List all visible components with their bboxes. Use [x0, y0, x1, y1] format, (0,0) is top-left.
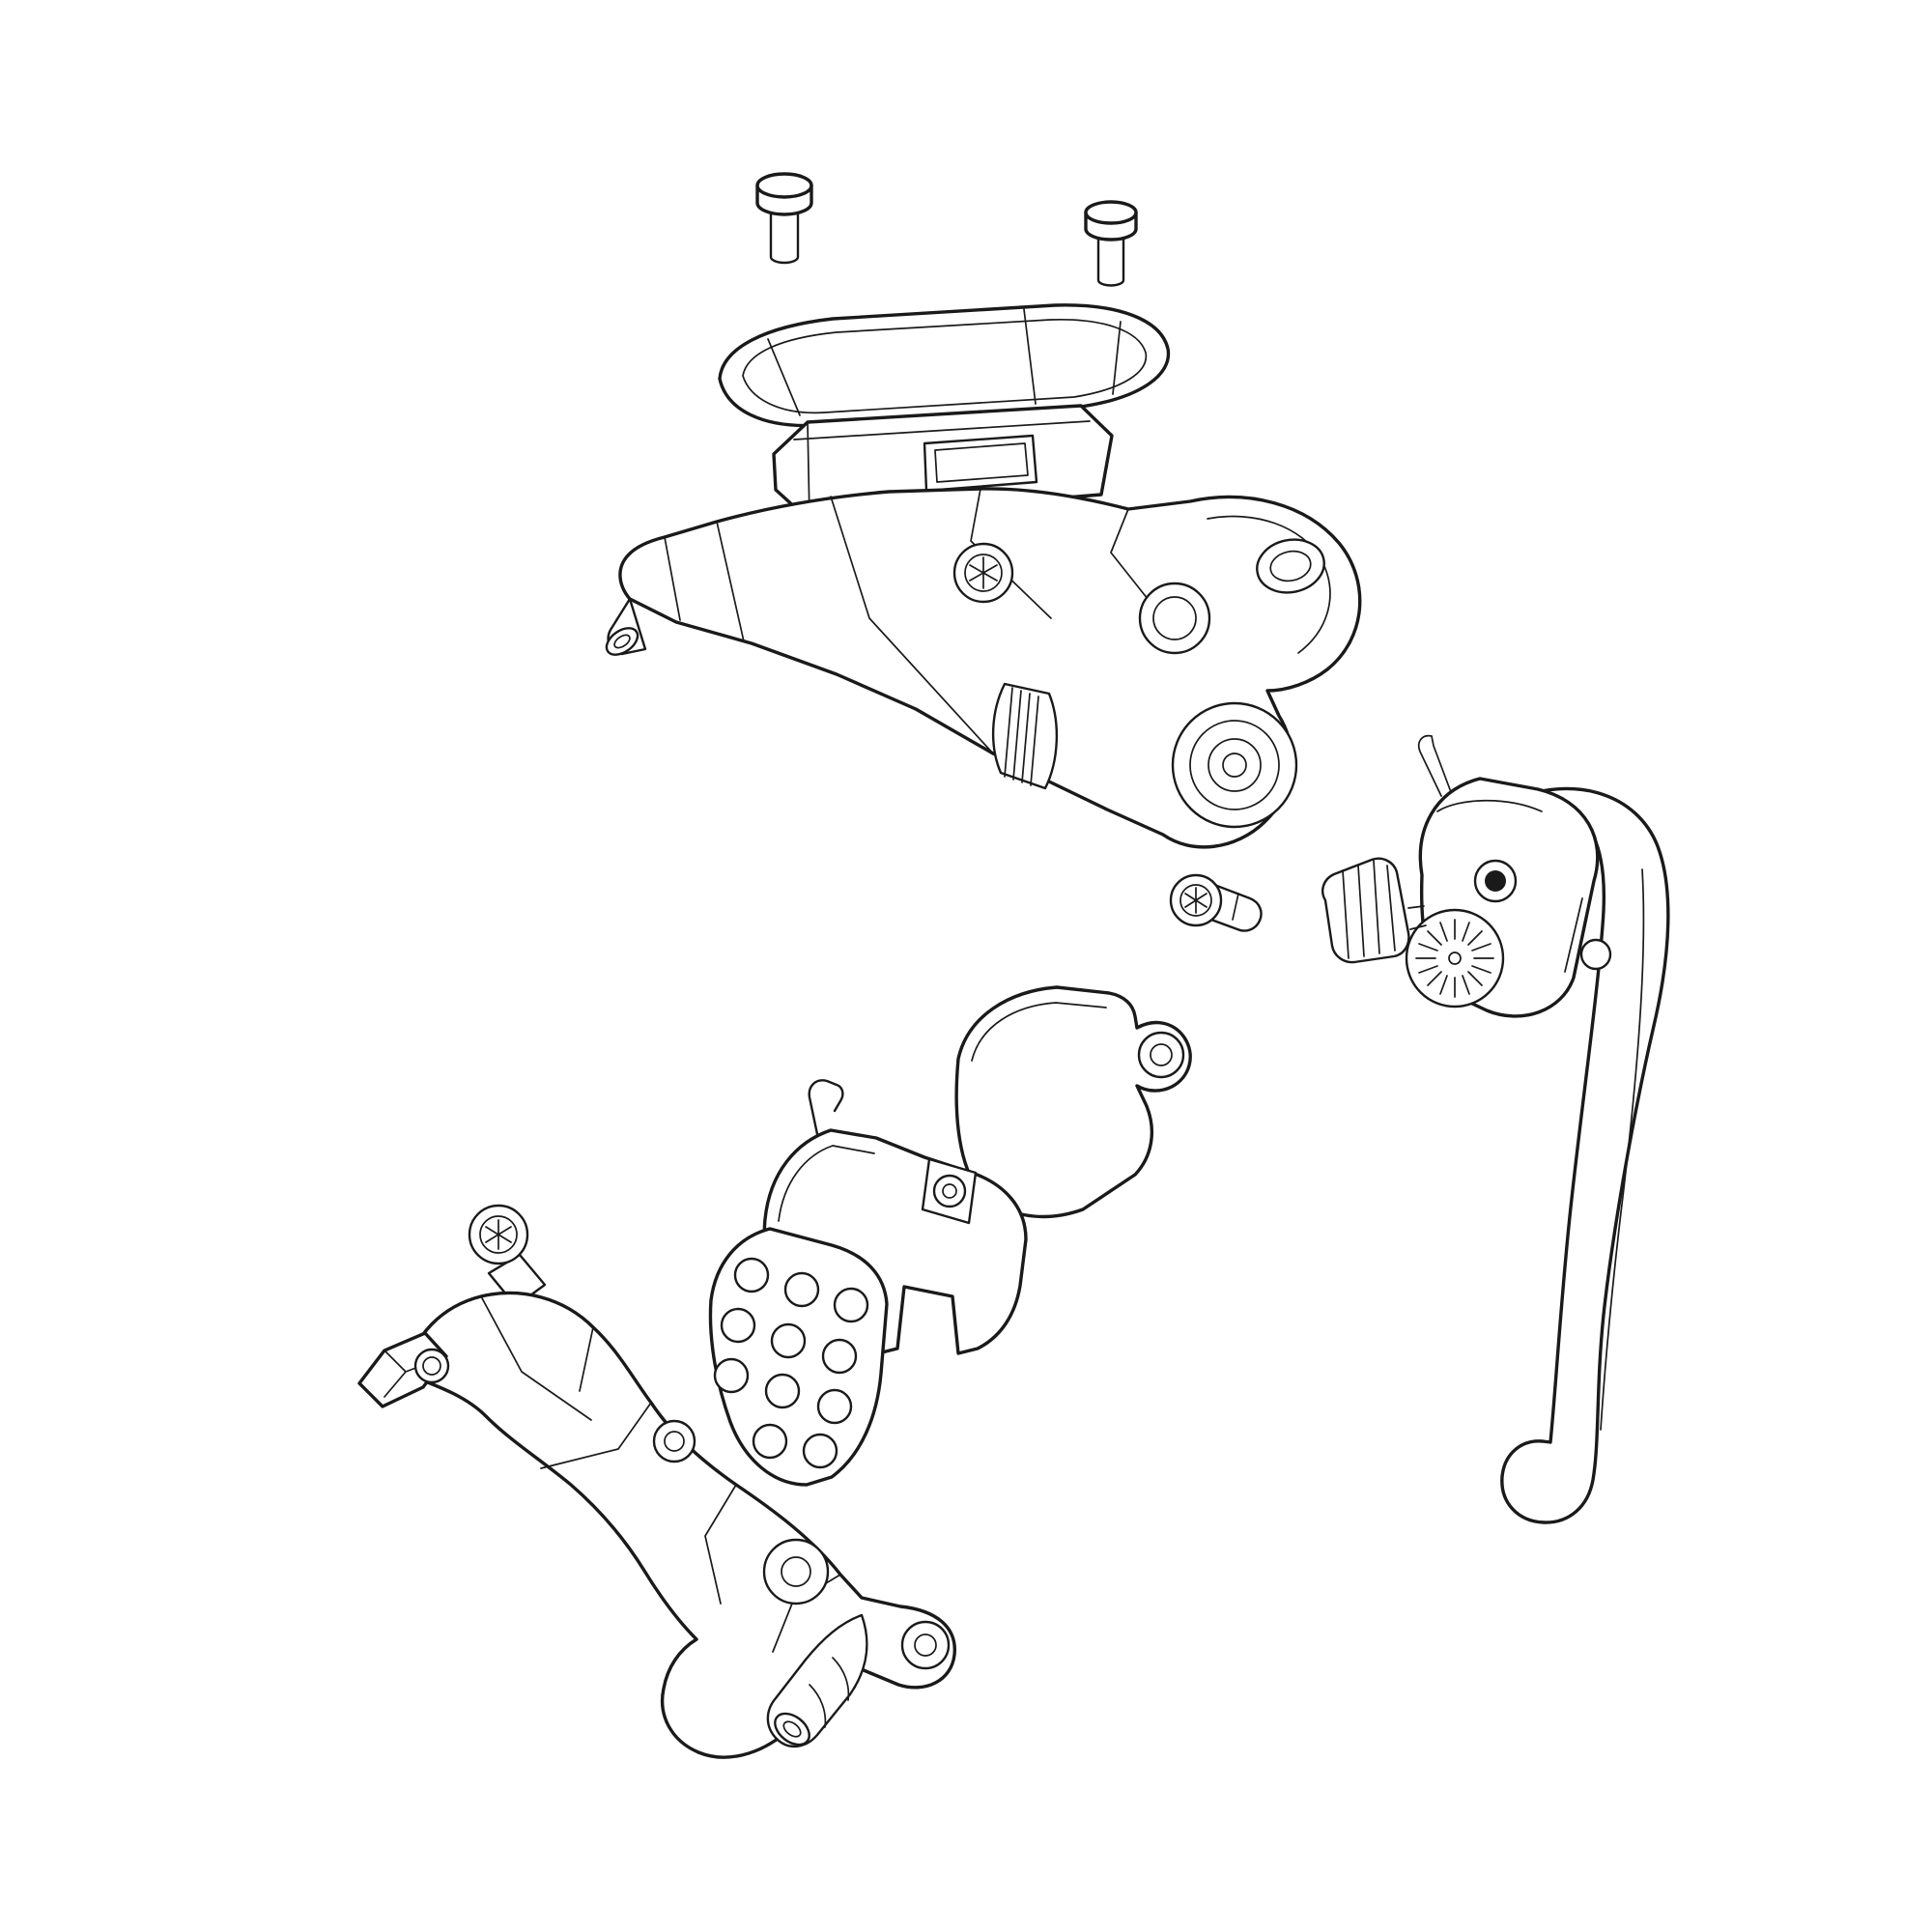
caliper-hose-spout	[766, 1613, 868, 1747]
plate-hole	[821, 1338, 858, 1375]
bolt-shaft	[1096, 231, 1125, 287]
body-facets	[664, 488, 1156, 754]
plate-hole	[802, 1433, 838, 1469]
banjo-torx-star	[485, 1219, 512, 1250]
housing-side-boss	[1579, 938, 1612, 971]
plate-hole	[783, 1271, 820, 1308]
pad-tab-hole	[932, 1174, 967, 1208]
hose-fitting-bore	[613, 634, 631, 649]
mount-ear-right-hole	[900, 1620, 951, 1670]
torx-star	[969, 556, 998, 589]
pivot-boss	[1171, 701, 1298, 829]
lever-blade-assembly	[1321, 734, 1670, 1524]
piston-boss-lower-inner	[781, 1556, 811, 1587]
plate-hole	[713, 1357, 750, 1394]
knob-stem	[1407, 905, 1427, 930]
piston-boss-lower	[762, 1538, 830, 1605]
bolt-shaft	[769, 205, 800, 265]
plate-hole	[816, 1388, 853, 1425]
adjuster-dial-center	[1448, 952, 1462, 965]
pad-backplate-line	[778, 1145, 875, 1222]
mount-ear-right-inner	[914, 1634, 937, 1657]
clamp-bore	[1256, 538, 1325, 594]
plate-hole	[752, 1423, 788, 1460]
ear-bolt	[413, 1348, 450, 1384]
banjo-bolt-inner	[479, 1215, 518, 1254]
plate-hole	[770, 1322, 807, 1359]
piston-boss-upper	[652, 1419, 696, 1463]
spout-opening	[774, 1712, 810, 1747]
knurl-ridges	[1004, 687, 1039, 786]
lever-blade-ridge	[1600, 868, 1645, 1431]
diaphragm-recess-inner	[934, 442, 1029, 483]
pad-plate-with-holes	[708, 1227, 889, 1487]
plate-hole	[833, 1287, 869, 1323]
upper-boss-inner	[1152, 596, 1197, 640]
reach-adjuster-knurl	[991, 682, 1059, 790]
spout-bore	[782, 1720, 802, 1738]
screw-thread	[1232, 893, 1239, 921]
bolt-cap	[755, 172, 813, 199]
pad-tab-hole-inner	[942, 1183, 957, 1199]
cover-inner-line	[742, 318, 1148, 414]
pad-backplate-line	[971, 1002, 1107, 1062]
contact-adjust-knob	[1321, 857, 1410, 964]
caliper-facets	[480, 1295, 841, 1653]
screw-torx-star	[1184, 887, 1208, 914]
torx-recess-inner	[964, 554, 1003, 592]
caliper-assembly	[357, 1204, 956, 1759]
cover-bolt-left	[755, 172, 813, 265]
return-spring-wire	[1417, 734, 1452, 797]
brake-pad-outer	[954, 985, 1192, 1219]
plate-hole	[764, 1373, 801, 1409]
pivot-boss-ring2	[1208, 738, 1262, 792]
pivot-housing-facets	[1436, 799, 1583, 973]
spring-hook	[808, 1079, 844, 1136]
pivot-boss-ring	[1189, 720, 1280, 810]
reservoir-cover	[718, 303, 1171, 428]
cover-outline	[718, 303, 1171, 428]
pad-ear-hole-inner	[1150, 1043, 1173, 1066]
cover-bolt-right	[1084, 200, 1138, 287]
spout-rings	[809, 1657, 850, 1728]
clamp-bore-inner	[1269, 550, 1312, 582]
lever-blade	[1500, 786, 1670, 1524]
pad-ear-hole	[1137, 1031, 1185, 1079]
bolt-cap	[1084, 200, 1138, 225]
master-cylinder-body	[605, 487, 1362, 849]
pivot-bore-dark	[1485, 870, 1506, 892]
plate-hole	[733, 1257, 770, 1293]
piston-boss-upper-inner	[664, 1431, 685, 1452]
knob-ridges	[1342, 860, 1396, 959]
cover-facets	[767, 308, 1122, 416]
hose-fitting-end	[605, 627, 639, 656]
adjuster-dial-ticks	[1415, 919, 1494, 998]
ear-bolt-inner	[422, 1356, 441, 1376]
upper-boss	[1138, 582, 1211, 655]
plate-hole	[720, 1307, 756, 1344]
pivot-screw	[1169, 873, 1263, 932]
pivot-boss-bore	[1222, 753, 1247, 778]
screw-head-inner	[1179, 884, 1212, 917]
